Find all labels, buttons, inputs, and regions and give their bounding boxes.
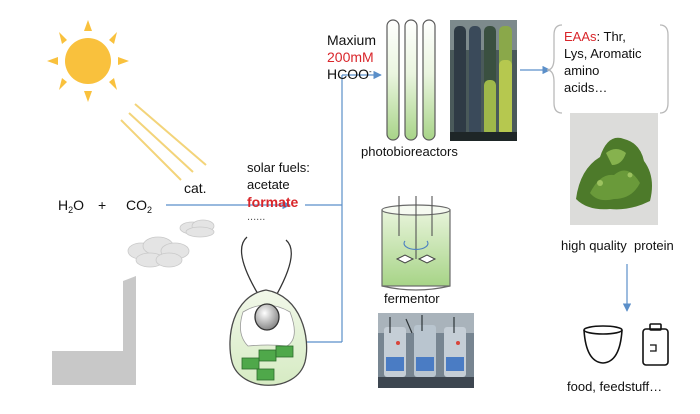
solar-fuel-acetate: acetate bbox=[247, 177, 290, 192]
water-o: O bbox=[73, 197, 85, 213]
products-label: food, feedstuff… bbox=[567, 379, 663, 394]
eaas-line2: Lys, Aromatic bbox=[564, 46, 642, 61]
photobioreactor-photo bbox=[450, 20, 517, 141]
protein-powder-photo bbox=[570, 113, 658, 225]
solar-fuels-heading: solar fuels: bbox=[247, 160, 310, 175]
flow-connectors bbox=[304, 75, 343, 343]
eaas-brace bbox=[546, 24, 563, 114]
eaas-thr: : Thr, bbox=[596, 29, 626, 44]
max-label: Maxium bbox=[327, 32, 377, 48]
fermentor-vessel bbox=[381, 196, 451, 291]
algae-cell-icon bbox=[229, 236, 308, 386]
protein-label: high quality protein bbox=[561, 238, 674, 253]
fermentor-label: fermentor bbox=[384, 291, 440, 306]
co2-formula: CO2 bbox=[126, 197, 153, 215]
smoke-cloud-large bbox=[127, 236, 190, 268]
water-formula: H2O bbox=[58, 197, 85, 215]
solar-fuel-more: ...... bbox=[247, 211, 266, 223]
sun-icon bbox=[47, 20, 129, 102]
feed-container-icon bbox=[642, 323, 669, 366]
eaas-line4: acids… bbox=[564, 80, 608, 95]
water-subscript: 2 bbox=[68, 205, 74, 215]
smoke-cloud-small bbox=[179, 219, 215, 238]
eaas-line1: EAAs: Thr, bbox=[564, 29, 626, 44]
formate-ion-label: HCOO- bbox=[327, 66, 372, 82]
sunlight-beams bbox=[120, 103, 207, 181]
solar-fuel-formate: formate bbox=[247, 194, 299, 210]
formate-concentration: 200mM bbox=[327, 49, 374, 65]
eaas-brace-right bbox=[659, 24, 669, 114]
photobioreactor-tubes bbox=[386, 19, 436, 141]
factory-icon bbox=[52, 276, 136, 385]
plus-sign: + bbox=[98, 197, 107, 213]
water-h: H bbox=[58, 197, 69, 213]
co2-subscript: 2 bbox=[147, 205, 153, 215]
formate-ion-main: HCOO bbox=[327, 66, 369, 82]
fermentor-photo bbox=[378, 313, 474, 388]
catalyst-label: cat. bbox=[184, 180, 207, 196]
eaas-line3: amino bbox=[564, 63, 600, 78]
eaas-heading: EAAs bbox=[564, 29, 597, 44]
bowl-icon bbox=[583, 325, 623, 364]
photobioreactors-label: photobioreactors bbox=[361, 144, 458, 159]
formate-ion-charge: - bbox=[369, 67, 372, 76]
co2-co: CO bbox=[126, 197, 147, 213]
